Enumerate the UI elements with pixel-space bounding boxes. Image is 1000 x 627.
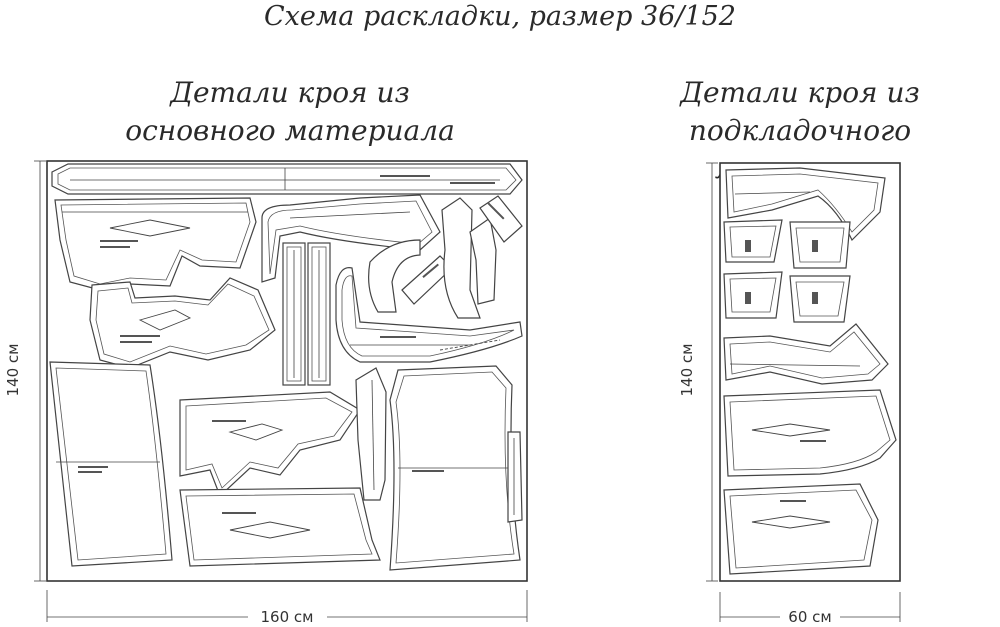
piece-upper-left <box>54 197 257 291</box>
lining-piece-middle <box>723 323 889 385</box>
piece-narrow-vertical <box>355 367 387 501</box>
piece-center-strips <box>282 242 331 386</box>
piece-collar-pieces <box>368 195 523 319</box>
main-heading-line1: Детали кроя из <box>170 76 410 109</box>
lining-piece-lower-1 <box>723 389 897 477</box>
layout-title: Схема раскладки, размер 36/152 <box>264 1 736 32</box>
piece-right-middle <box>335 267 523 363</box>
main-height-label: 140 см <box>4 344 22 397</box>
piece-large-left <box>49 361 173 567</box>
main-heading-line2: основного материала <box>125 114 455 147</box>
lining-width-label: 60 см <box>788 608 831 626</box>
lining-piece-small-set <box>723 219 851 323</box>
main-fabric-board <box>46 160 528 582</box>
main-dimension-lines <box>34 160 528 622</box>
piece-left-middle <box>89 277 276 369</box>
piece-large-right <box>389 365 523 571</box>
piece-center-lower <box>179 391 381 567</box>
lining-height-label: 140 см <box>678 344 696 397</box>
piece-belt <box>51 163 523 195</box>
lining-heading-line1: Детали кроя из <box>680 76 920 109</box>
main-width-label: 160 см <box>261 608 314 626</box>
lining-piece-lower-2 <box>723 483 879 575</box>
main-fabric-heading: Детали кроя из основного материала <box>100 74 480 150</box>
lining-dimension-lines <box>706 162 901 622</box>
lining-fabric-board <box>719 162 901 582</box>
